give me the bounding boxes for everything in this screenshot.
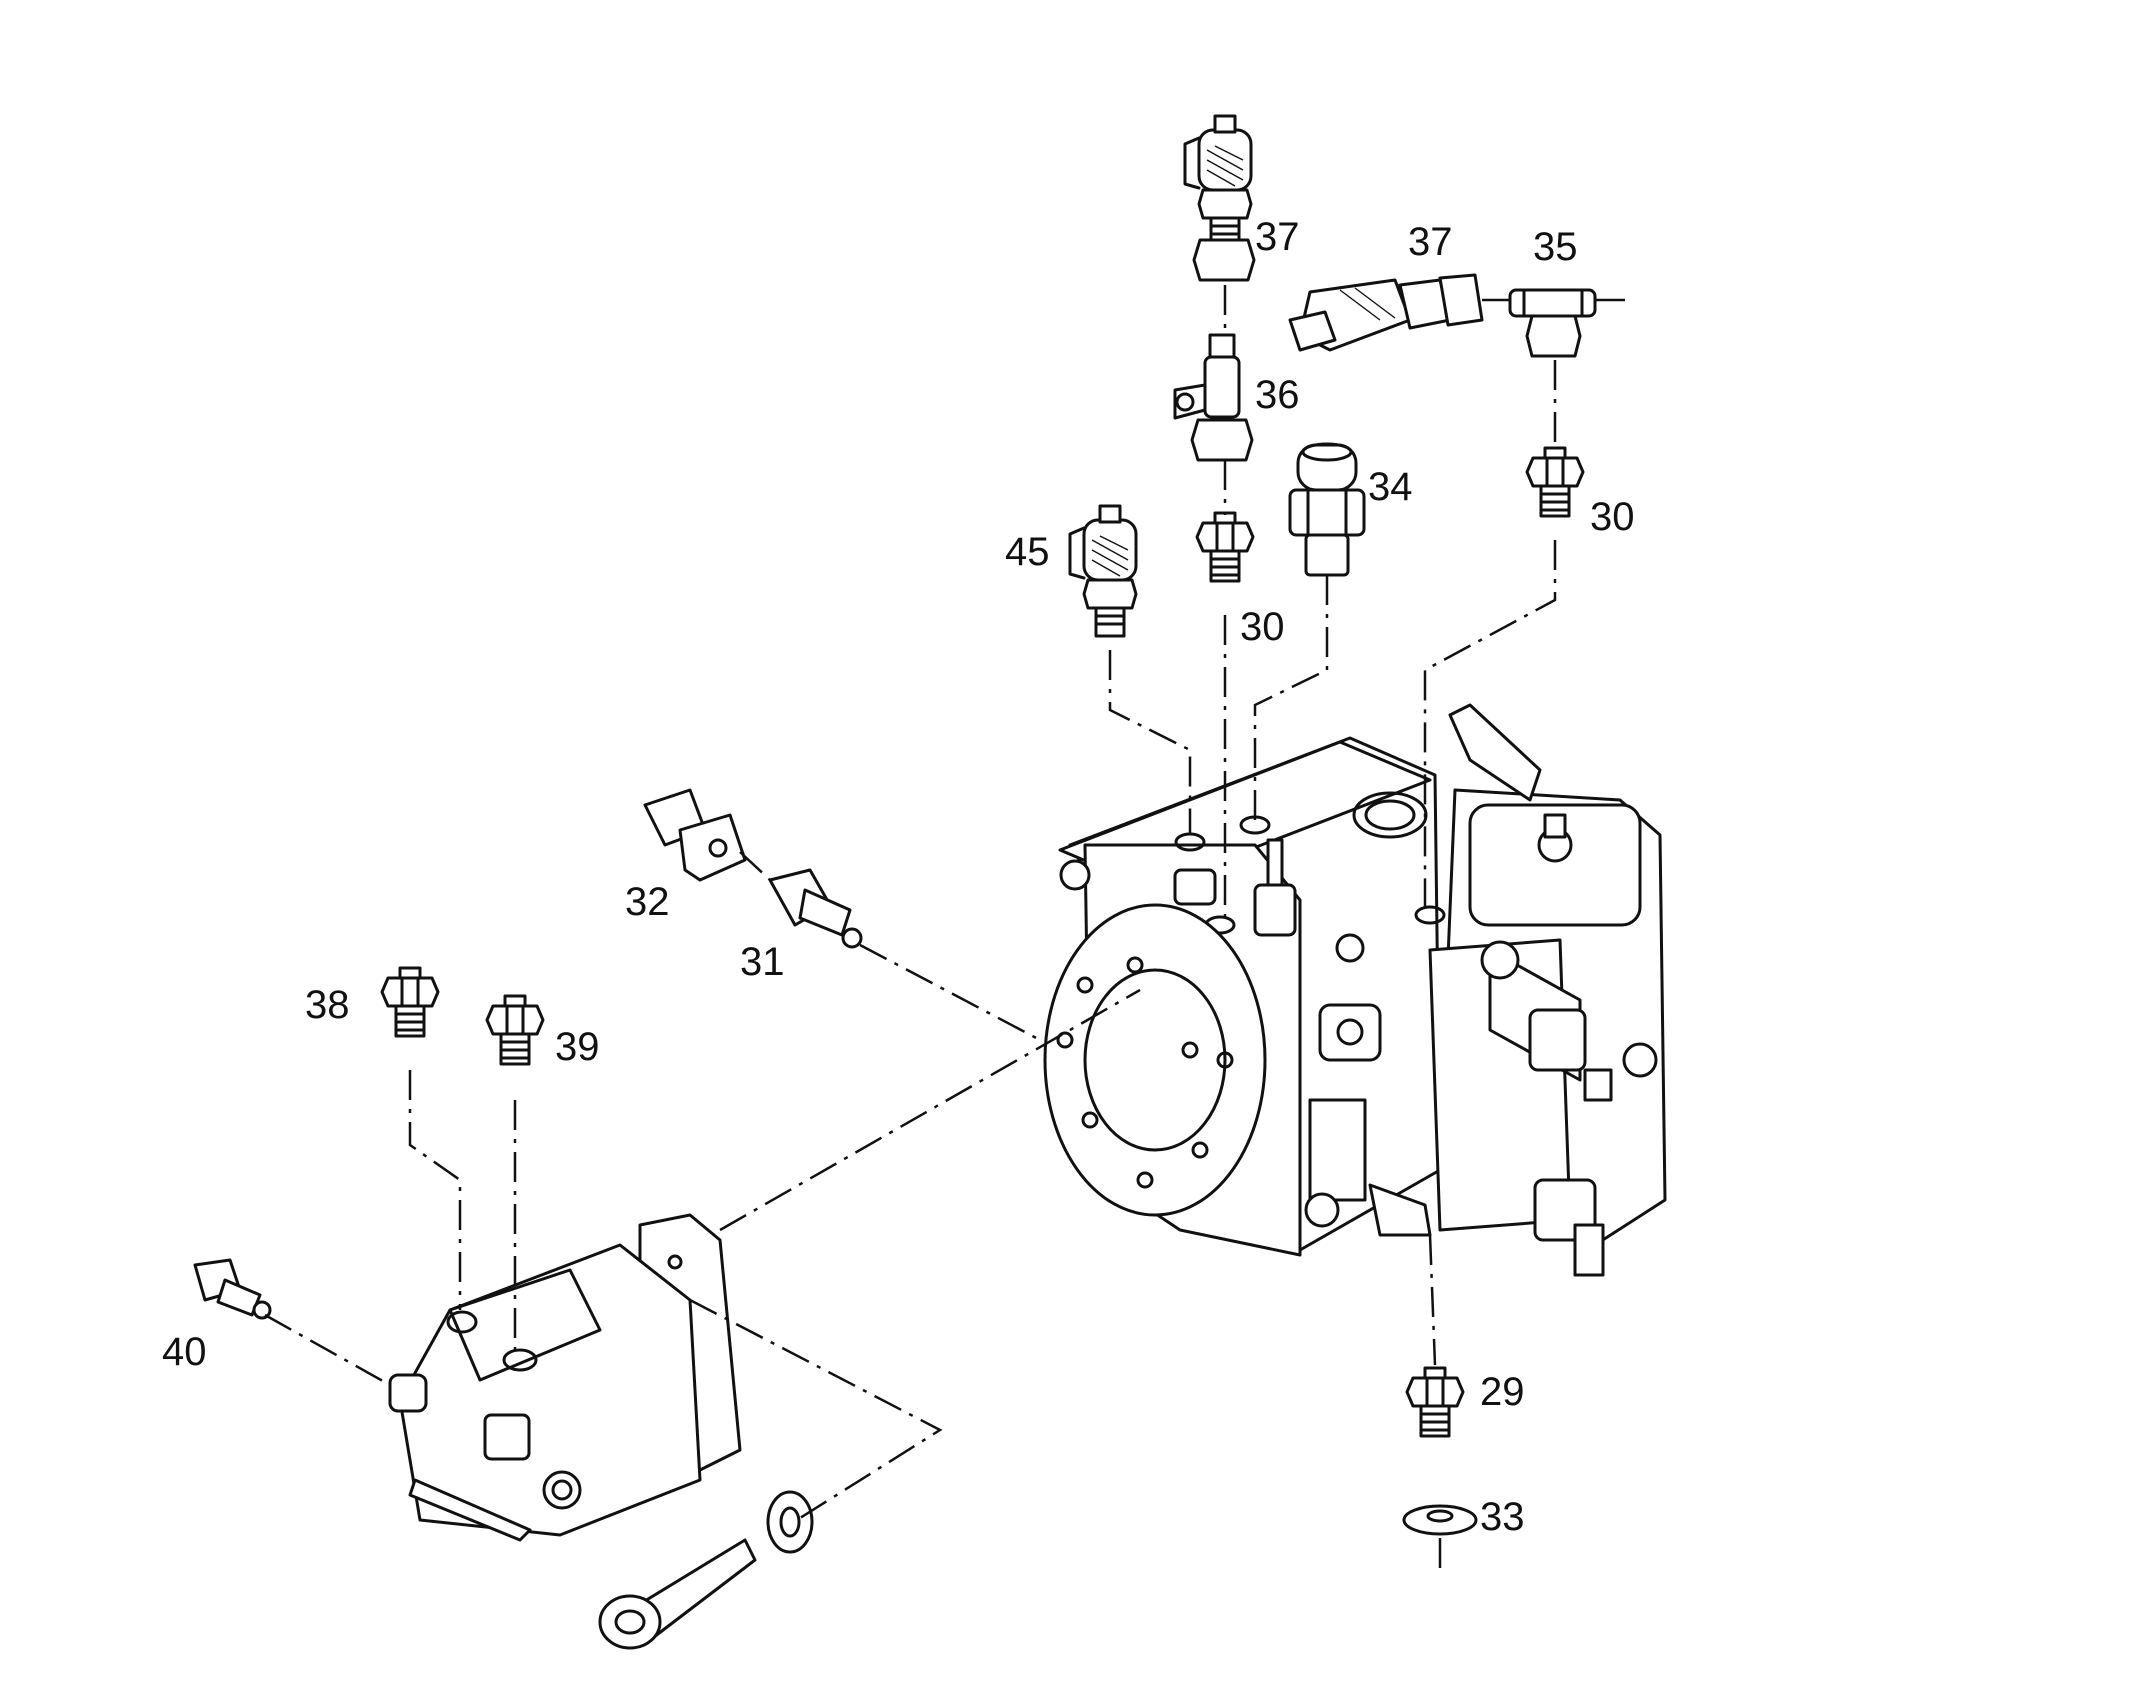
callout-38: 38 [305,983,350,1027]
part-30-fitting-right [1525,446,1585,518]
part-31-fitting [768,868,863,949]
part-33-washer [1402,1504,1478,1536]
part-29-fitting [1405,1366,1465,1438]
part-30-fitting-upper [1195,511,1255,583]
callout-30-right: 30 [1590,495,1635,539]
part-39-fitting [485,994,545,1066]
callout-45: 45 [1005,530,1050,574]
callout-37-top: 37 [1255,215,1300,259]
part-34-coupling [1288,442,1366,577]
callout-30-upper: 30 [1240,605,1285,649]
callout-40: 40 [162,1330,207,1374]
cap-screw [598,1538,757,1650]
callout-31: 31 [740,940,785,984]
callout-36: 36 [1255,373,1300,417]
callout-29: 29 [1480,1370,1525,1414]
part-36-tee [1173,333,1254,462]
washer [766,1490,814,1554]
part-35-tee [1508,288,1597,358]
assembly-centerlines [264,285,1625,1570]
callout-32: 32 [625,880,670,924]
part-37-side-sensor [1288,273,1484,352]
auxiliary-pump-assembly [388,1213,742,1542]
part-45-sensor [1068,504,1138,638]
part-37-top-sensor [1183,114,1256,282]
callout-39: 39 [555,1025,600,1069]
part-32-fitting [643,788,747,882]
callout-33: 33 [1480,1495,1525,1539]
part-40-fitting [193,1258,272,1320]
part-38-fitting [380,966,440,1038]
callout-34: 34 [1368,465,1413,509]
callout-labels: 37 37 35 36 34 30 45 30 32 31 38 39 40 2… [162,215,1635,1539]
main-pump-assembly [1043,703,1667,1277]
callout-37-side: 37 [1408,220,1453,264]
callout-35: 35 [1533,225,1578,269]
